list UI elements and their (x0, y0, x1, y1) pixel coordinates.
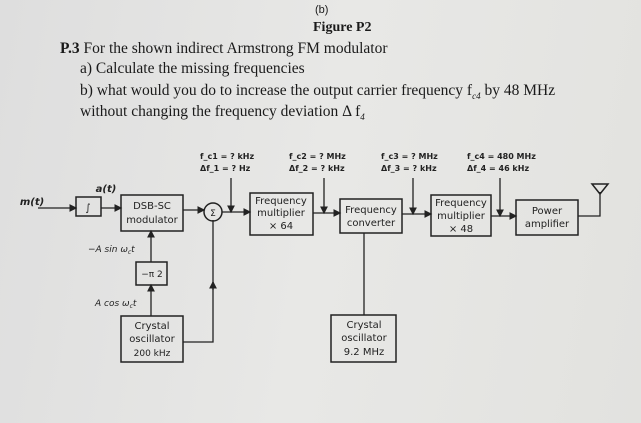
df2-label: Δf_2 = ? kHz (289, 164, 345, 173)
question-heading: P.3 For the shown indirect Armstrong FM … (60, 40, 388, 58)
osc1-freq: 200 kHz (134, 349, 171, 359)
cos-label: A cos ωct (94, 299, 137, 310)
integrator-output-label: a(t) (96, 184, 117, 195)
mult48-line1: Frequency (435, 198, 487, 209)
dsb-sc-box (120, 194, 184, 232)
part-b2-sub: 4 (360, 112, 365, 123)
df1-label: Δf_1 = ? Hz (200, 164, 251, 173)
osc2-line2: oscillator (341, 333, 387, 344)
figure-title: Figure P2 (313, 20, 372, 35)
df4-label: Δf_4 = 46 kHz (467, 164, 529, 173)
crystal-9-2m-box (330, 314, 397, 363)
fc4-label: f_c4 = 480 MHz (467, 152, 536, 161)
mult64-line2: multiplier (257, 208, 306, 219)
question-number: P.3 (60, 40, 80, 57)
antenna-icon (590, 183, 610, 196)
amp-line2: amplifier (525, 219, 570, 230)
question-part-a: a) Calculate the missing frequencies (80, 60, 305, 77)
fc3-label: f_c3 = ? MHz (381, 152, 438, 161)
multiplier-48-box (430, 194, 492, 237)
question-part-b: b) what would you do to increase the out… (80, 82, 555, 101)
question-intro: For the shown indirect Armstrong FM modu… (83, 40, 388, 57)
dsb-line1: DSB-SC (133, 201, 171, 212)
phase-shift-label: −π 2 (141, 270, 163, 280)
part-b-sub: c4 (472, 91, 481, 102)
part-b-text: b) what would you do to increase the out… (80, 82, 473, 99)
mult64-line3: × 64 (269, 221, 293, 232)
mult64-line1: Frequency (255, 196, 307, 207)
converter-line2: converter (347, 218, 396, 229)
wires (38, 178, 601, 343)
osc2-freq: 9.2 MHz (344, 347, 384, 358)
integrator-symbol: ∫ (85, 203, 90, 214)
power-amp-box (515, 199, 579, 236)
sin-label: −A sin ωct (88, 245, 135, 256)
crystal-200k-box (120, 315, 184, 363)
df3-label: Δf_3 = ? kHz (381, 164, 437, 173)
part-b-end: by 48 MHz (480, 82, 556, 99)
osc2-line1: Crystal (346, 320, 381, 331)
amp-line1: Power (532, 206, 563, 217)
question-part-b2: without changing the frequency deviation… (80, 103, 365, 122)
osc1-line2: oscillator (129, 334, 175, 345)
converter-box (339, 198, 403, 234)
part-b2-text: without changing the frequency deviation… (80, 103, 361, 120)
multiplier-64-box (249, 192, 314, 236)
fc2-label: f_c2 = ? MHz (289, 152, 346, 161)
fc1-label: f_c1 = ? kHz (200, 152, 255, 161)
dsb-line2: modulator (126, 215, 178, 226)
osc1-line1: Crystal (134, 321, 169, 332)
mult48-line2: multiplier (437, 211, 486, 222)
input-label: m(t) (20, 197, 44, 208)
phase-shift-box (135, 261, 168, 286)
subfigure-label: (b) (315, 4, 329, 16)
summer-symbol: Σ (210, 209, 216, 219)
summer-circle (203, 202, 223, 222)
integrator-box (75, 196, 102, 217)
mult48-line3: × 48 (449, 224, 473, 235)
converter-line1: Frequency (345, 205, 397, 216)
